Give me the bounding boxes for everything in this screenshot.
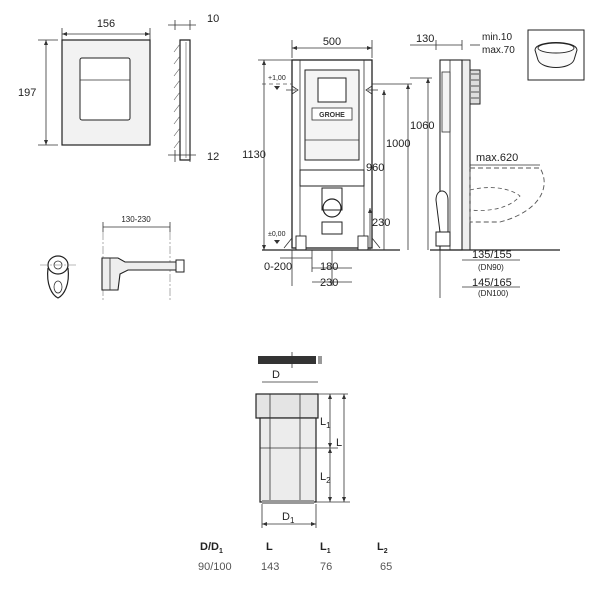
label-D: D [272, 369, 280, 381]
dimension-table: D/D1 L L1 L2 90/100 143 76 65 [198, 541, 392, 573]
dn100-label: (DN100) [478, 289, 509, 298]
installation-side-view: 130 min.10 max.70 max.620 135/155 (DN90)… [410, 32, 560, 298]
min-label: min.10 [482, 32, 512, 43]
side-depth-bottom-label: 12 [207, 151, 219, 163]
flush-plate-front-view: 156 197 [18, 18, 151, 146]
label-D1: D1 [282, 511, 295, 525]
frame-brand-label: GROHE [319, 112, 345, 119]
frame-width-label: 500 [323, 36, 341, 48]
table-header-l2: L2 [377, 541, 388, 555]
table-header-l1: L1 [320, 541, 331, 555]
table-cell-l1: 76 [320, 561, 332, 573]
level-floor-label: ±0,00 [268, 231, 286, 238]
label-L1: L1 [320, 416, 331, 430]
table-cell-l: 143 [261, 561, 279, 573]
dim-bottom-230-label: 230 [320, 277, 338, 289]
plate-height-label: 197 [18, 87, 36, 99]
side-depth-top-label: 10 [207, 13, 219, 25]
max-label: max.70 [482, 45, 515, 56]
table-header-d-d1: D/D1 [200, 541, 223, 555]
table-cell-d-d1: 90/100 [198, 561, 232, 573]
label-L2: L2 [320, 471, 331, 485]
dim-1060-label: 1060 [410, 120, 434, 132]
flush-plate-side-view: 10 12 [168, 13, 219, 163]
max-620-label: max.620 [476, 152, 518, 164]
bend-range-label: 130-230 [121, 215, 151, 224]
dim-0-200-label: 0-200 [264, 261, 292, 273]
dim-180-label: 180 [320, 261, 338, 273]
frame-height-label: 1130 [242, 149, 266, 161]
wall-depth-label: 130 [416, 33, 434, 45]
dn90-value-label: 135/155 [472, 249, 512, 261]
wall-hung-toilet-pictogram [527, 29, 585, 81]
table-header-l: L [266, 541, 273, 553]
dn90-label: (DN90) [478, 263, 504, 272]
table-cell-l2: 65 [380, 561, 392, 573]
dim-1000-label: 1000 [386, 138, 410, 150]
plate-width-label: 156 [97, 18, 115, 30]
installation-frame-front-view: 500 GROHE +1,00 ±0,00 1130 [242, 36, 434, 289]
dn100-value-label: 145/165 [472, 277, 512, 289]
label-L: L [336, 437, 342, 449]
bend-detail: 130-230 [40, 215, 185, 300]
dim-960-label: 960 [366, 162, 384, 174]
connector-pipe-drawing: D L1 L L2 [255, 352, 350, 528]
dim-230-label: 230 [372, 217, 390, 229]
level-top-label: +1,00 [268, 75, 286, 82]
